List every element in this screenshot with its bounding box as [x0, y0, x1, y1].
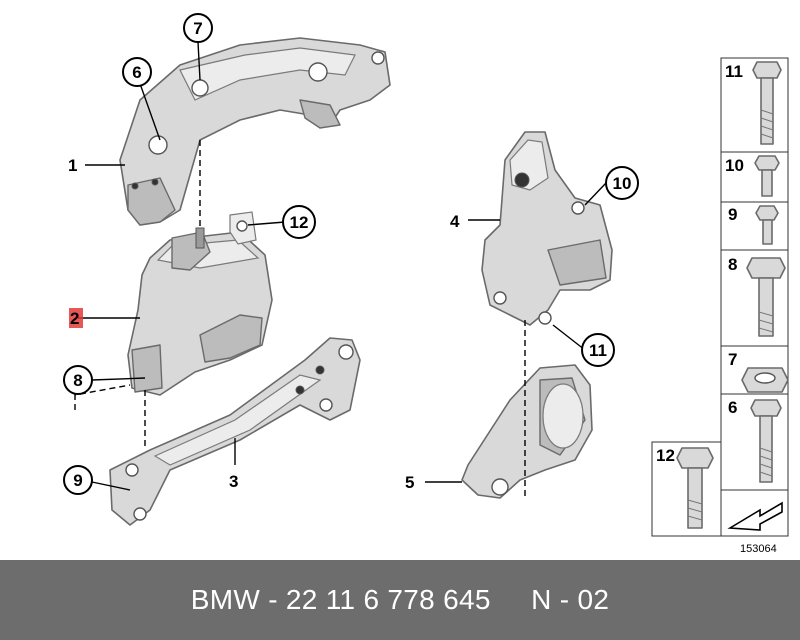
- svg-text:1: 1: [68, 156, 77, 175]
- part-1-upper-bracket: [119, 37, 391, 226]
- callout-12: 12: [282, 205, 316, 239]
- fastener-row-8: 8: [720, 249, 789, 347]
- svg-text:10: 10: [613, 174, 632, 193]
- fastener-row-6: 6: [720, 393, 789, 491]
- svg-text:9: 9: [728, 205, 737, 224]
- callout-4: 4: [450, 212, 460, 231]
- direction-arrow-box: [720, 489, 789, 537]
- svg-text:8: 8: [73, 371, 82, 390]
- fastener-table: 11 10 9 8 7: [651, 57, 789, 555]
- part-2-engine-mount: [127, 211, 273, 396]
- part-5-rear-mount: [461, 364, 593, 499]
- svg-text:2: 2: [70, 309, 79, 328]
- callout-6: 6: [122, 57, 152, 87]
- svg-text:11: 11: [725, 62, 743, 81]
- svg-text:10: 10: [725, 156, 744, 175]
- callout-1: 1: [68, 156, 77, 175]
- svg-text:6: 6: [728, 398, 737, 417]
- leader-lines: [74, 41, 607, 500]
- svg-text:8: 8: [728, 255, 737, 274]
- callout-5: 5: [405, 473, 414, 492]
- diagram-id: 153064: [740, 543, 777, 555]
- fastener-row-12: 12: [651, 441, 722, 537]
- svg-text:3: 3: [229, 472, 238, 491]
- svg-text:5: 5: [405, 473, 414, 492]
- callout-7: 7: [183, 13, 213, 43]
- callout-2: 2: [69, 308, 83, 328]
- parts-diagram: 1 2 3 4 5 6 7 8 9 10 11 12: [63, 13, 789, 555]
- fastener-row-11: 11: [720, 57, 789, 153]
- callout-11: 11: [581, 333, 615, 367]
- svg-text:9: 9: [73, 471, 82, 490]
- callout-9: 9: [63, 465, 93, 495]
- fastener-row-7: 7: [720, 345, 789, 395]
- callout-8: 8: [63, 365, 93, 395]
- svg-text:7: 7: [193, 19, 202, 38]
- fastener-row-9: 9: [720, 201, 789, 251]
- svg-text:7: 7: [728, 350, 737, 369]
- svg-text:6: 6: [132, 63, 141, 82]
- svg-text:11: 11: [589, 341, 607, 360]
- fastener-row-10: 10: [720, 151, 789, 203]
- svg-text:12: 12: [290, 213, 309, 232]
- svg-text:4: 4: [450, 212, 460, 231]
- part-4-side-bracket: [481, 131, 613, 326]
- callout-10: 10: [605, 166, 639, 200]
- part-number-caption: BMW - 22 11 6 778 645 N - 02: [190, 584, 610, 615]
- callout-3: 3: [229, 472, 238, 491]
- part-3-cross-arm: [109, 337, 361, 526]
- footer-bar: BMW - 22 11 6 778 645 N - 02: [0, 560, 800, 640]
- svg-text:12: 12: [656, 446, 675, 465]
